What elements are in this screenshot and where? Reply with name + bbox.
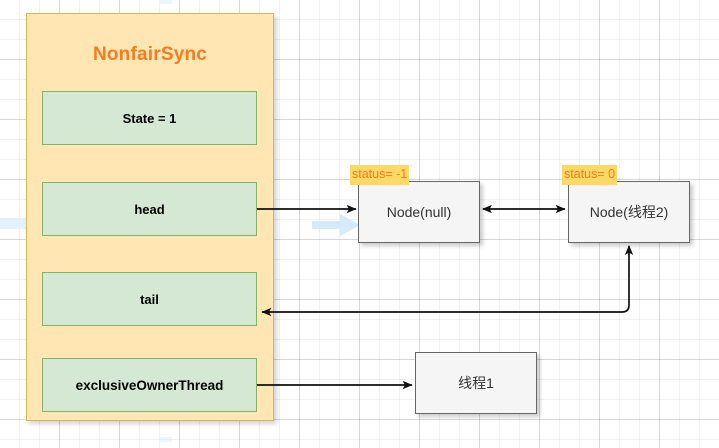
node-null-label: Node(null): [386, 204, 452, 220]
field-tail-label: tail: [140, 291, 159, 307]
blue-band-watermark-top: [160, 0, 172, 4]
field-state-label: State = 1: [122, 110, 177, 126]
thread1-box: 线程1: [415, 352, 537, 414]
field-head: head: [42, 182, 257, 236]
blue-band-watermark: [0, 218, 34, 229]
node-thread2-label: Node(线程2): [589, 204, 669, 220]
edge-node-thread2-to-tail: [261, 245, 634, 317]
field-exclusive-owner-thread: exclusiveOwnerThread: [42, 358, 257, 412]
field-state: State = 1: [42, 91, 257, 145]
field-exclusive-owner-thread-label: exclusiveOwnerThread: [75, 377, 224, 393]
node-null-box: Node(null): [358, 181, 480, 243]
node-thread2-box: Node(线程2): [568, 181, 690, 243]
status-badge-node-null: status= -1: [350, 165, 410, 185]
status-badge-node-thread2: status= 0: [562, 165, 618, 185]
blue-arrow-watermark: [312, 214, 360, 236]
blue-band-watermark-bottom: [160, 437, 172, 442]
page-title: NonfairSync: [92, 44, 208, 65]
field-head-label: head: [134, 201, 165, 217]
thread1-label: 线程1: [458, 375, 494, 391]
field-tail: tail: [42, 272, 257, 326]
